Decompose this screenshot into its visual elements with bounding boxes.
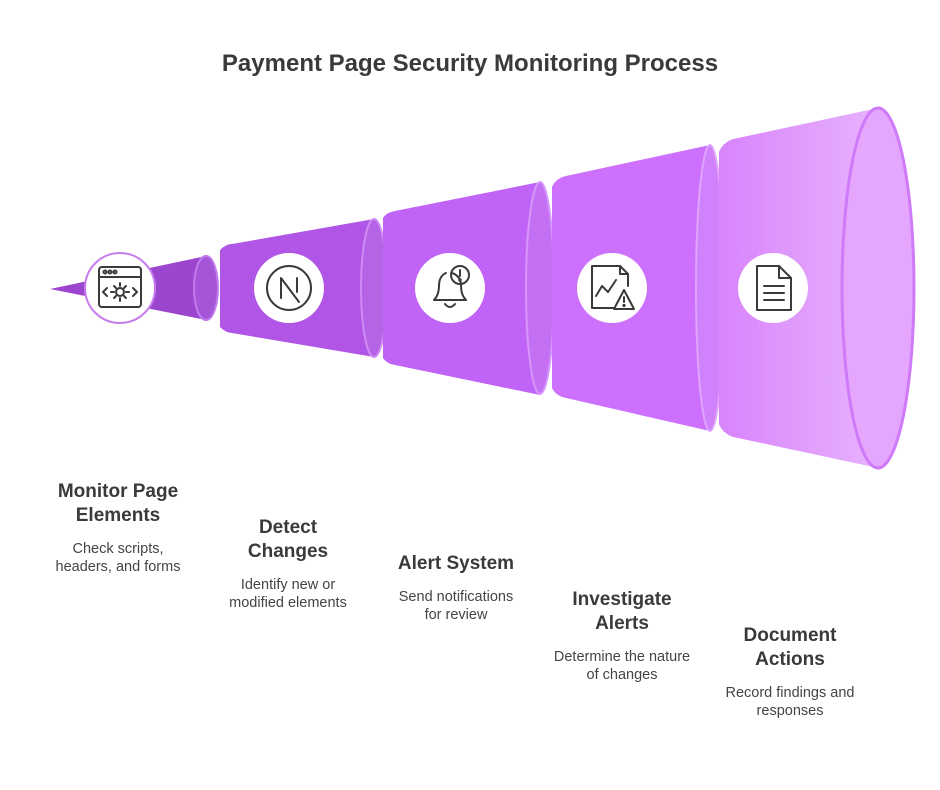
stage-3-text: Alert System Send notifications for revi… bbox=[366, 552, 546, 624]
nextjs-logo-icon bbox=[254, 253, 324, 323]
stage-4-title: Investigate Alerts bbox=[572, 589, 672, 634]
stage-1-description: Check scripts, headers, and forms bbox=[55, 541, 181, 575]
stage-3-title: Alert System bbox=[397, 553, 515, 574]
stage-5-description: Record findings and responses bbox=[725, 685, 855, 719]
browser-settings-icon bbox=[84, 252, 156, 324]
stage-2-title: Detect Changes bbox=[247, 517, 329, 562]
funnel-diagram bbox=[50, 106, 916, 470]
diagram-title: Payment Page Security Monitoring Process bbox=[221, 50, 719, 77]
stage-2-description: Identify new or modified elements bbox=[229, 577, 347, 611]
stage-5-text: Document Actions Record findings and res… bbox=[695, 624, 885, 720]
chart-warning-icon bbox=[577, 253, 647, 323]
stage-4-description: Determine the nature of changes bbox=[553, 649, 691, 683]
stage-1-title: Monitor Page Elements bbox=[57, 481, 179, 526]
stage-5-title: Document Actions bbox=[743, 625, 837, 670]
stage-1-text: Monitor Page Elements Check scripts, hea… bbox=[28, 480, 208, 576]
stage-2-text: Detect Changes Identify new or modified … bbox=[198, 516, 378, 612]
bell-alert-icon bbox=[415, 253, 485, 323]
stage-3-description: Send notifications for review bbox=[398, 589, 514, 623]
stage-4-text: Investigate Alerts Determine the nature … bbox=[527, 588, 717, 684]
document-icon bbox=[738, 253, 808, 323]
